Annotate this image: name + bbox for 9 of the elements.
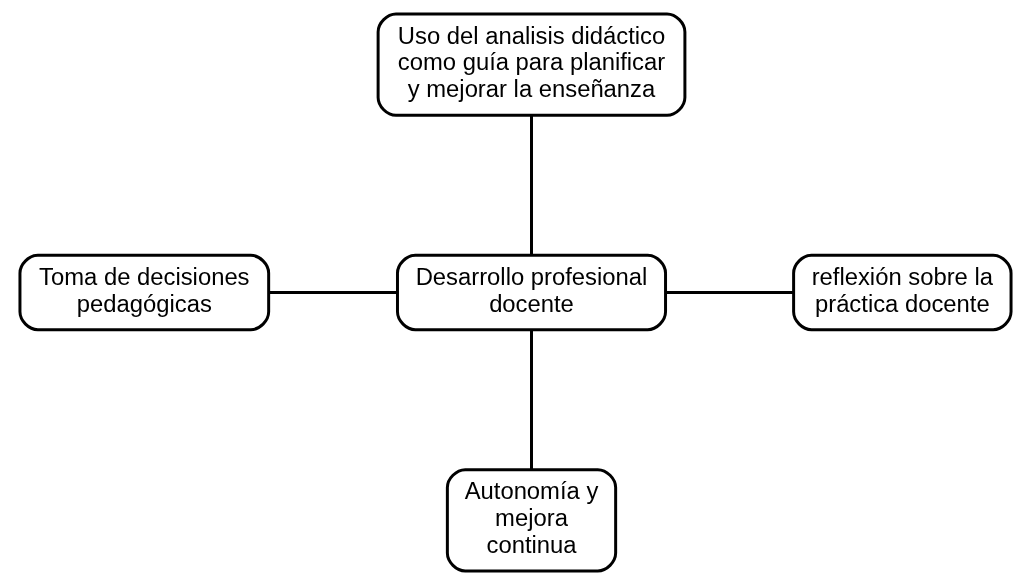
node-box: Toma de decisiones pedagógicas [18, 253, 271, 332]
node-box: Desarrollo profesional docente [396, 253, 668, 332]
node-box: Uso del analisis didáctico como guía para planificar y mejorar la enseñanza [376, 12, 687, 117]
connector [530, 115, 533, 255]
node-box: Autonomía y mejora continua [445, 468, 618, 573]
node-box: reflexión sobre la práctica docente [792, 253, 1013, 332]
connector [665, 291, 794, 294]
connector [268, 291, 398, 294]
connector [530, 330, 533, 470]
